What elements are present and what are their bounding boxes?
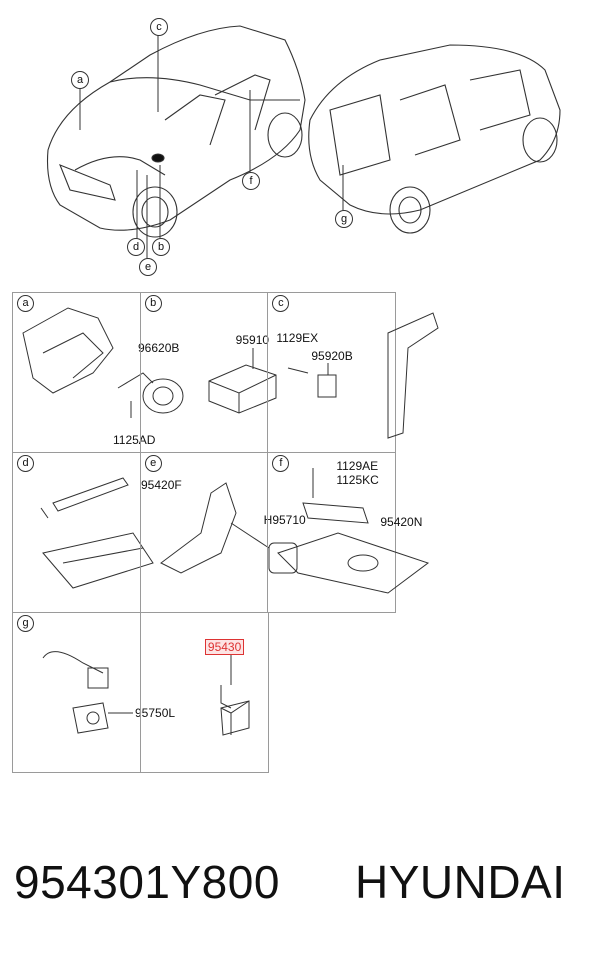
panel-tag: f xyxy=(272,455,290,472)
brand-name: HYUNDAI xyxy=(355,856,566,908)
callout-b: b xyxy=(152,238,170,256)
sensor-bar-illustration xyxy=(40,477,154,589)
panel-tag: c xyxy=(272,295,290,312)
part-label: 96620B xyxy=(138,341,180,355)
part-label: H95710 xyxy=(263,513,306,527)
callout-e: e xyxy=(139,258,157,276)
part-label: 95420N xyxy=(380,515,423,529)
part-label: 1125AD xyxy=(113,433,156,447)
panel-b: b 95910 xyxy=(139,292,277,453)
part-label: 1129EX xyxy=(276,331,319,345)
sensor-illustration xyxy=(288,312,439,439)
panel-tag: d xyxy=(17,455,34,472)
parts-grid: a 96620B 1125AD b 95910 xyxy=(12,292,439,778)
floor-sensor-illustration xyxy=(277,468,430,594)
panel-c: c 1129EX 95920B xyxy=(267,292,439,453)
module-95430-illustration xyxy=(220,653,250,736)
control-module-illustration xyxy=(208,348,277,414)
horn-illustration xyxy=(22,307,184,418)
empty-cell xyxy=(268,612,396,773)
part-number: 954301Y800 xyxy=(14,856,280,908)
panel-tag: g xyxy=(17,615,34,632)
part-label: 1129AE xyxy=(336,459,379,473)
panel-module: 95430 xyxy=(139,612,269,773)
callout-a: a xyxy=(71,71,89,89)
callout-d: d xyxy=(127,238,145,256)
panel-a: a 96620B 1125AD xyxy=(12,292,184,453)
callout-c: c xyxy=(150,18,168,36)
panel-tag: e xyxy=(144,455,162,472)
panel-g: g 95750L xyxy=(12,612,175,773)
bracket-sensor-illustration xyxy=(159,482,298,574)
panel-d: d 95420F xyxy=(12,452,182,613)
part-label-highlighted: 95430 xyxy=(204,639,245,655)
part-label: 95910 xyxy=(235,333,270,347)
panel-e: e H95710 xyxy=(139,452,306,613)
panel-f: f 1129AE 1125KC 95420N xyxy=(267,452,430,613)
callout-g: g xyxy=(335,210,353,228)
panel-tag: b xyxy=(144,295,162,312)
part-label: 95920B xyxy=(311,349,353,363)
camera-illustration xyxy=(42,651,133,734)
part-label: 1125KC xyxy=(336,473,379,487)
vehicle-overview-illustration xyxy=(46,25,561,258)
part-label: 95750L xyxy=(135,706,176,720)
part-label: 95420F xyxy=(141,478,182,492)
panel-tag: a xyxy=(17,295,34,312)
callout-f: f xyxy=(242,172,260,190)
